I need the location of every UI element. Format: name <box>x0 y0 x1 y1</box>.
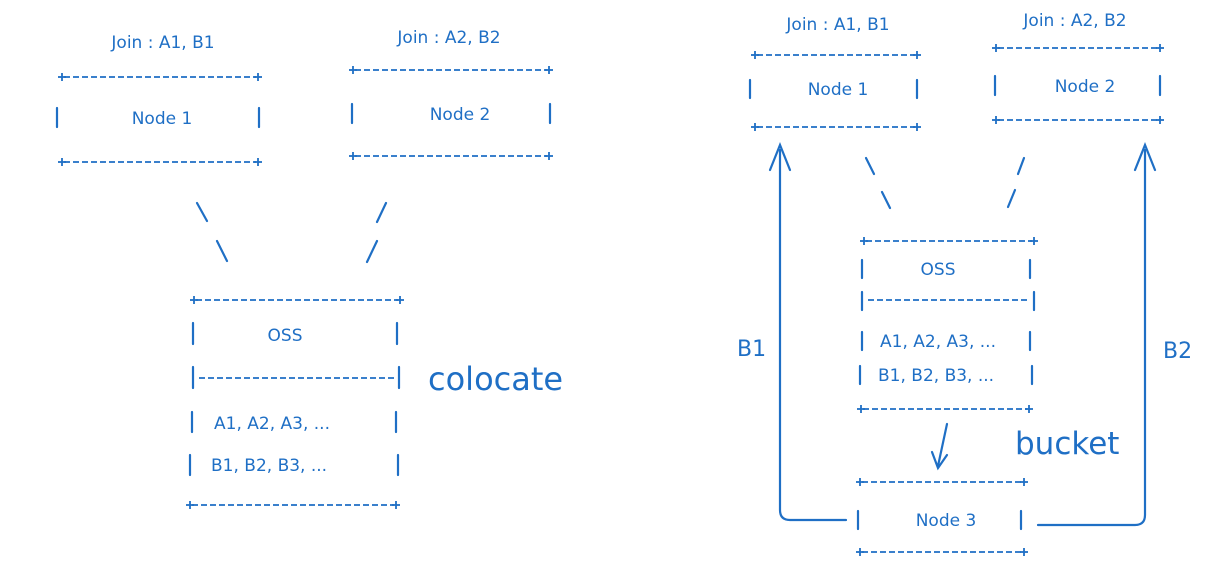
left-diagram: Join : A1, B1 Node 1 Join : A2, B2 Node … <box>55 28 563 509</box>
right-node1-box: Join : A1, B1 Node 1 <box>748 15 921 131</box>
right-node1-join-label: Join : A1, B1 <box>785 15 889 35</box>
right-flow-b1-label: B1 <box>737 337 766 362</box>
left-node2-join-label: Join : A2, B2 <box>396 28 500 48</box>
right-node2-box: Join : A2, B2 Node 2 <box>992 11 1164 124</box>
left-node2-box: Join : A2, B2 Node 2 <box>349 28 553 160</box>
right-diagram: Join : A1, B1 Node 1 Join : A2, B2 Node … <box>737 11 1192 556</box>
left-node1-box: Join : A1, B1 Node 1 <box>55 33 262 166</box>
right-node1-label: Node 1 <box>808 80 869 100</box>
right-flow-b2-label: B2 <box>1163 339 1192 364</box>
right-node3-box: Node 3 <box>856 478 1028 556</box>
right-flow-b2-arrow <box>1036 142 1157 527</box>
left-node2-label: Node 2 <box>430 105 491 125</box>
right-oss-to-node3-arrow <box>930 422 949 471</box>
right-annotation-bucket: bucket <box>1015 426 1119 462</box>
left-annotation-colocate: colocate <box>428 360 563 398</box>
left-node1-label: Node 1 <box>132 109 193 129</box>
right-node3-label: Node 3 <box>916 511 977 531</box>
left-oss-row-a: A1, A2, A3, ... <box>214 414 330 434</box>
right-oss-title: OSS <box>921 260 956 280</box>
left-node1-join-label: Join : A1, B1 <box>110 33 214 53</box>
right-oss-box: OSS A1, A2, A3, ... B1, B2, B3, ... <box>857 237 1038 413</box>
right-oss-row-a: A1, A2, A3, ... <box>880 332 996 352</box>
right-node2-label: Node 2 <box>1055 77 1116 97</box>
left-oss-box: OSS A1, A2, A3, ... B1, B2, B3, ... <box>186 296 404 509</box>
left-connectors <box>195 201 388 264</box>
right-connectors <box>864 156 1026 210</box>
right-oss-row-b: B1, B2, B3, ... <box>878 366 994 386</box>
left-oss-title: OSS <box>268 326 303 346</box>
left-oss-row-b: B1, B2, B3, ... <box>211 456 327 476</box>
right-node2-join-label: Join : A2, B2 <box>1022 11 1126 31</box>
right-flow-b1-arrow <box>768 142 848 522</box>
